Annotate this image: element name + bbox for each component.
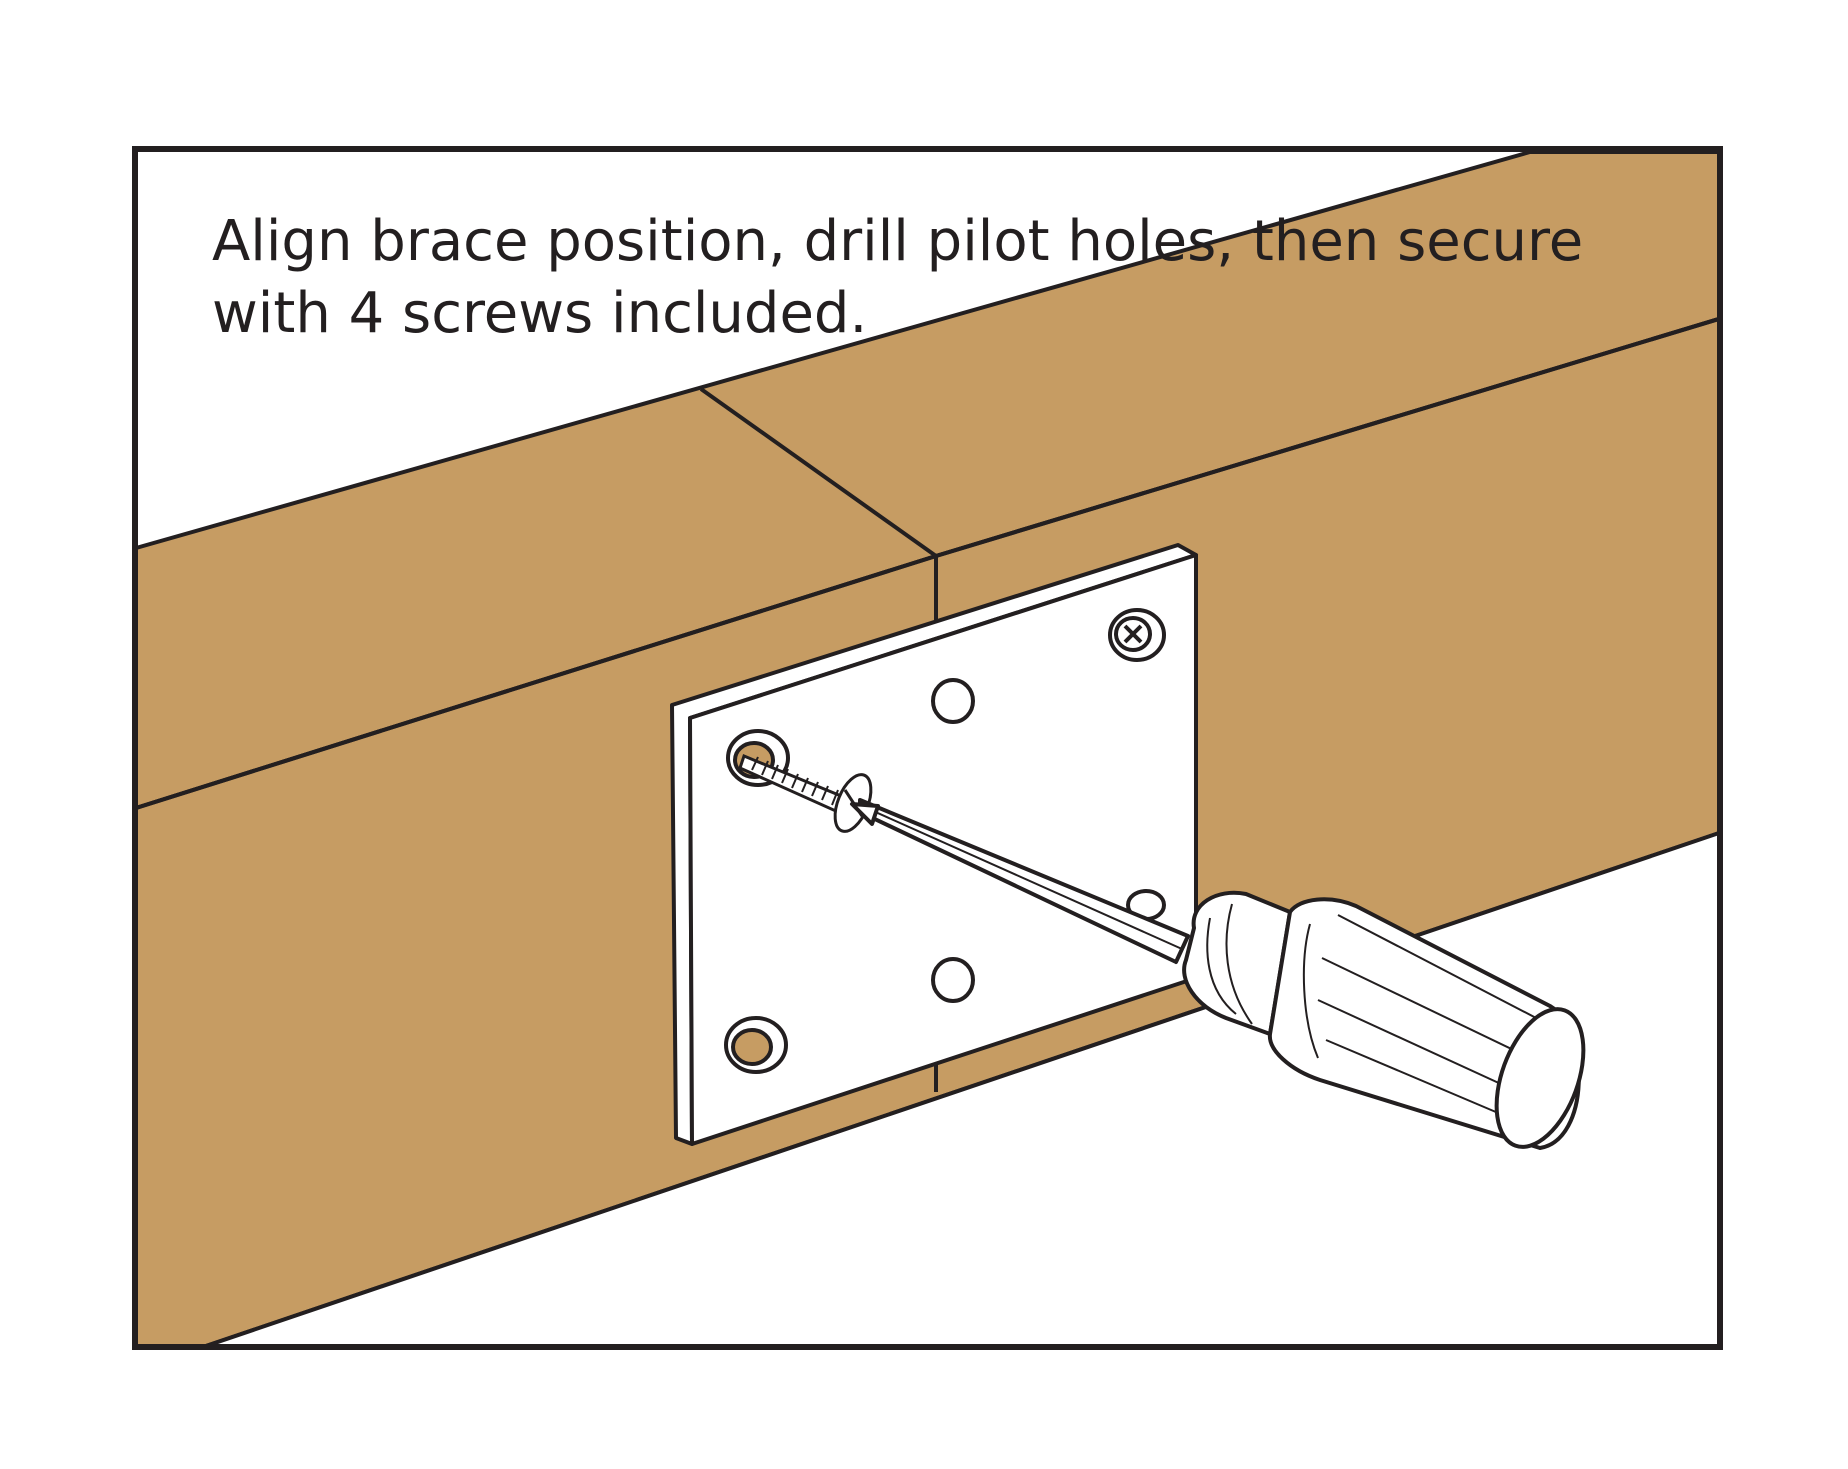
installed-screw-icon (1108, 608, 1166, 662)
beam-joint-top (699, 387, 938, 558)
wood-screw-icon (738, 754, 873, 833)
screwdriver-end-cap (1494, 1007, 1586, 1149)
instruction-line-1: Align brace position, drill pilot holes,… (212, 209, 1584, 274)
plate-hole-top-middle (931, 678, 975, 724)
instruction-text: Align brace position, drill pilot holes,… (212, 206, 1632, 350)
plate-hole-bottom-left-inner (731, 1028, 773, 1066)
plate-hole-bottom-middle (931, 957, 975, 1003)
panel-border (132, 146, 1723, 1350)
instruction-line-2: with 4 screws included. (212, 281, 868, 346)
screwdriver-icon (850, 798, 1586, 1150)
